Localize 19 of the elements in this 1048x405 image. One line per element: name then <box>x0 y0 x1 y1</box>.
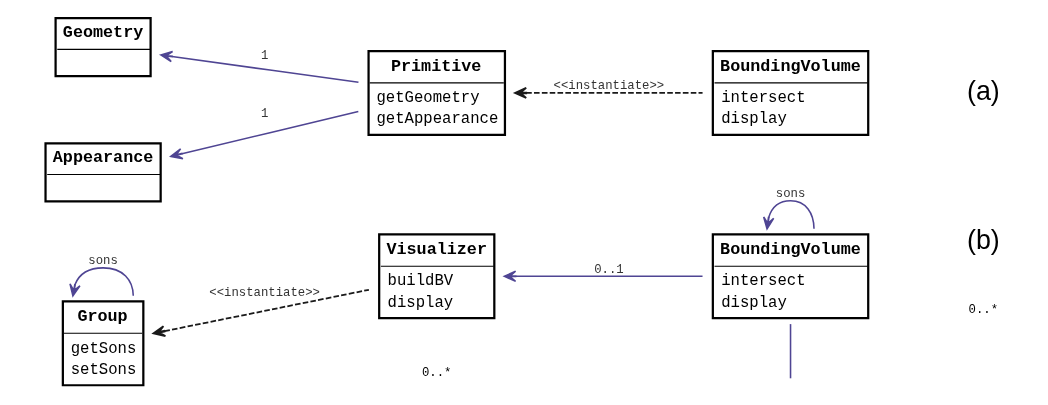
edge-label: 0..1 <box>593 262 624 277</box>
edge-label: sons <box>775 187 805 202</box>
label: (b) <box>966 224 1000 255</box>
arrow <box>503 270 703 283</box>
arrow <box>513 87 703 99</box>
connector <box>789 323 791 380</box>
edge-label: <<instantiate>> <box>553 79 664 94</box>
arrow <box>159 50 359 84</box>
edge-label: 1 <box>260 49 268 64</box>
edge-label: <<instantiate>> <box>208 286 320 301</box>
label: (a) <box>966 75 1000 106</box>
arrow <box>762 200 815 230</box>
label: 0..* <box>421 365 451 380</box>
arrow <box>169 110 359 160</box>
arrow <box>152 288 370 337</box>
edge-label: 1 <box>260 107 268 122</box>
label: 0..* <box>968 302 998 317</box>
edge-label: sons <box>87 254 118 269</box>
arrow <box>68 267 134 297</box>
